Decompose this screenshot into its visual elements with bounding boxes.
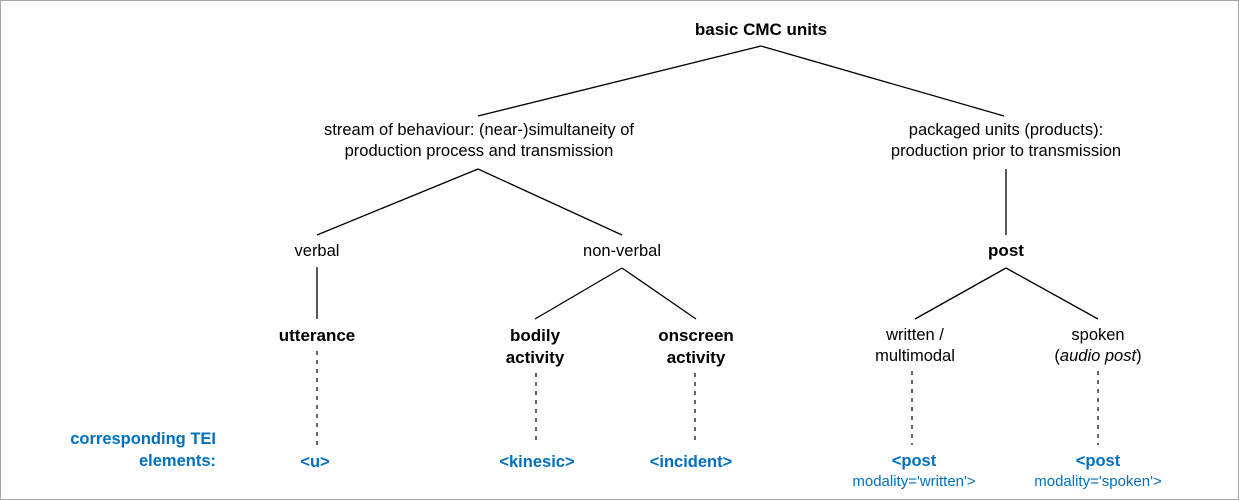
edge-stream-to-verbal xyxy=(316,168,479,236)
node-verbal: verbal xyxy=(294,242,340,260)
node-packaged-units: packaged units (products): production pr… xyxy=(890,121,1122,161)
edge-nonverbal-to-onscreen xyxy=(621,267,697,320)
node-stream-of-behaviour: stream of behaviour: (near-)simultaneity… xyxy=(324,121,634,161)
node-bodily-activity: bodily activity xyxy=(505,326,565,367)
node-spoken-paren-open: ( xyxy=(1054,347,1060,366)
node-spoken-paren-close: ) xyxy=(1136,347,1142,366)
edge-root-to-packaged xyxy=(760,45,1005,117)
edge-post-to-written xyxy=(914,267,1007,320)
tei-elements-caption: corresponding TEI elements: xyxy=(70,430,216,471)
node-post: post xyxy=(988,241,1024,260)
node-spoken-audio-post: spoken (audio post) xyxy=(998,325,1198,367)
node-written-multimodal: written / multimodal xyxy=(875,326,955,366)
node-spoken-label: spoken xyxy=(1071,326,1125,344)
edge-stream-to-nonverbal xyxy=(477,168,623,236)
tei-post-spoken-line1: <post xyxy=(1075,452,1121,470)
node-non-verbal: non-verbal xyxy=(583,242,661,260)
node-onscreen-activity: onscreen activity xyxy=(658,326,734,367)
tei-post-written-line2: modality='written'> xyxy=(852,473,976,491)
edge-nonverbal-to-bodily xyxy=(534,267,623,320)
tei-element-kinesic: <kinesic> xyxy=(499,453,575,471)
tei-element-u: <u> xyxy=(300,453,330,471)
edge-post-to-spoken xyxy=(1005,267,1099,320)
tei-post-written-line1: <post xyxy=(891,452,937,470)
tei-element-incident: <incident> xyxy=(649,453,733,471)
tei-element-post-spoken: <post modality='spoken'> xyxy=(983,451,1213,492)
node-root: basic CMC units xyxy=(694,20,828,39)
node-utterance: utterance xyxy=(278,326,356,345)
tei-post-spoken-line2: modality='spoken'> xyxy=(1034,473,1162,491)
node-spoken-audio-post-italic: audio post xyxy=(1059,347,1137,366)
tei-element-post-written: <post modality='written'> xyxy=(804,451,1024,492)
edge-root-to-stream xyxy=(477,45,762,117)
